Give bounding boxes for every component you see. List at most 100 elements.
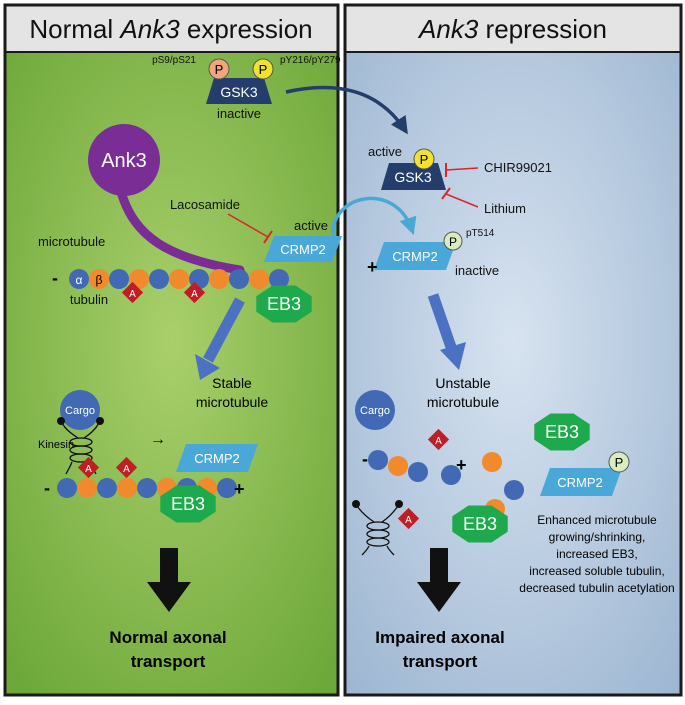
svg-text:A: A — [435, 436, 442, 447]
eb3-label-bottom-left: EB3 — [171, 494, 205, 514]
lithium-label: Lithium — [484, 201, 526, 216]
beta-tubulin-bead — [77, 478, 97, 498]
beta-tubulin-bead — [89, 269, 109, 289]
kinesin-head-2 — [96, 417, 104, 425]
alpha-tubulin-bead — [504, 480, 524, 500]
gsk3-inactive-label: GSK3 — [220, 84, 258, 100]
left-panel-title: Normal Ank3 expression — [29, 14, 312, 44]
eb3-label-right-bottom: EB3 — [463, 514, 497, 534]
eb3-label-top: EB3 — [267, 294, 301, 314]
kinesin-right-head-2 — [395, 500, 403, 508]
gsk3-activation-arrow — [285, 85, 408, 135]
right-down-arrow-head — [440, 342, 466, 370]
plus-end-left-bottom: + — [234, 479, 245, 499]
left-outcome-line-1: Normal axonal — [109, 628, 226, 647]
microtubule-unstable-fragments — [368, 450, 524, 519]
beta-label: β — [96, 273, 103, 287]
lithium-inhibition-bar — [441, 187, 451, 200]
ank3-circle — [88, 124, 160, 196]
phospho-tyrosine-letter: P — [259, 62, 268, 77]
phospho-tyrosine-circle — [252, 58, 274, 80]
crmp2-free-shape — [540, 468, 622, 496]
eb3-octagon-right-bottom — [452, 505, 508, 543]
crmp2-bound-label: CRMP2 — [194, 451, 240, 466]
alpha-label: α — [76, 273, 83, 287]
gsk3-site-left-label: pS9/pS21 — [152, 55, 196, 66]
gsk3-site-right-label: pY216/pY279 — [280, 55, 341, 66]
lacosamide-label: Lacosamide — [170, 197, 240, 212]
minus-end-left-top: - — [52, 268, 58, 288]
alpha-tubulin-bead — [217, 478, 237, 498]
unstable-line-2: microtubule — [427, 394, 500, 410]
tubulin-label: tubulin — [70, 292, 108, 307]
ank3-label: Ank3 — [101, 150, 147, 172]
beta-tubulin-bead — [482, 452, 502, 472]
crmp2-inactive-label: CRMP2 — [392, 249, 438, 264]
effect-line: increased soluble tubulin, — [529, 564, 664, 578]
alpha-tubulin-bead — [137, 478, 157, 498]
left-outcome-line-2: transport — [131, 652, 206, 671]
stable-line-1: Stable — [212, 375, 252, 391]
effect-line: increased EB3, — [556, 547, 637, 561]
crmp2-phospho-circle — [443, 231, 463, 251]
left-down-arrow-shaft — [203, 297, 245, 363]
eb3-octagon-right-top — [534, 413, 590, 451]
right-header-background — [345, 5, 681, 52]
cargo-circle-right — [355, 390, 395, 430]
effects-list: Enhanced microtubule growing/shrinking, … — [519, 513, 674, 595]
right-outcome-line-2: transport — [403, 652, 478, 671]
phospho-serine-letter: P — [215, 62, 224, 77]
cargo-label-left: Cargo — [65, 405, 95, 417]
unstable-line-1: Unstable — [435, 375, 490, 391]
right-panel-border — [343, 3, 683, 697]
microtubule-label: microtubule — [38, 234, 105, 249]
crmp2-inactive-state: inactive — [455, 263, 499, 278]
kinesin-motor-right — [356, 505, 399, 556]
right-panel-title: Ank3 repression — [417, 14, 607, 44]
crmp2-active-state: active — [294, 218, 328, 233]
stable-line-2: microtubule — [196, 394, 269, 410]
alpha-tubulin-bead — [57, 478, 77, 498]
crmp2-bound-shape — [176, 444, 258, 472]
effect-line: Enhanced microtubule — [537, 513, 657, 527]
alpha-tubulin-bead — [441, 465, 461, 485]
right-down-arrow-shaft — [427, 293, 458, 352]
left-outcome-arrow-shaft — [160, 548, 178, 584]
plus-end-right-bottom: + — [456, 455, 467, 475]
minus-end-right-bottom: - — [362, 449, 368, 469]
right-outcome-arrow-shaft — [430, 548, 448, 584]
eb3-octagon-top — [256, 285, 312, 323]
svg-text:A: A — [405, 515, 412, 526]
cargo-circle-left — [60, 390, 100, 430]
kinesin-label: Kinesin — [38, 439, 74, 451]
alpha-tubulin-bead — [69, 269, 89, 289]
gsk3-inactive-state: inactive — [217, 106, 261, 121]
gsk3-active-phospho-letter: P — [420, 152, 429, 167]
eb3-label-right-top: EB3 — [545, 422, 579, 442]
lacosamide-inhibition-line — [227, 213, 269, 238]
alpha-tubulin-bead — [269, 269, 289, 289]
minus-end-left-bottom: - — [44, 478, 50, 498]
effect-line: growing/shrinking, — [549, 530, 646, 544]
lacosamide-inhibition-bar — [263, 230, 273, 244]
gsk3-active-state: active — [368, 144, 402, 159]
gsk3-active-label: GSK3 — [394, 169, 432, 185]
svg-text:A: A — [191, 289, 198, 300]
right-outcome-arrow-head — [417, 582, 461, 612]
lithium-inhibition-line — [445, 193, 479, 208]
right-panel-background — [345, 52, 681, 695]
microtubule-stable-bottom — [57, 478, 237, 498]
effect-line: decreased tubulin acetylation — [519, 581, 674, 595]
kinesin-right-head-1 — [352, 500, 360, 508]
eb3-octagon-bottom-left — [160, 485, 216, 523]
ank3-tether — [117, 190, 245, 275]
svg-text:A: A — [123, 464, 130, 475]
gsk3-active-phospho-circle — [413, 148, 435, 170]
direction-arrow: → — [150, 431, 166, 448]
svg-text:A: A — [85, 464, 92, 475]
left-down-arrow-head — [195, 354, 220, 380]
alpha-tubulin-bead — [368, 450, 388, 470]
beta-tubulin-bead — [117, 478, 137, 498]
